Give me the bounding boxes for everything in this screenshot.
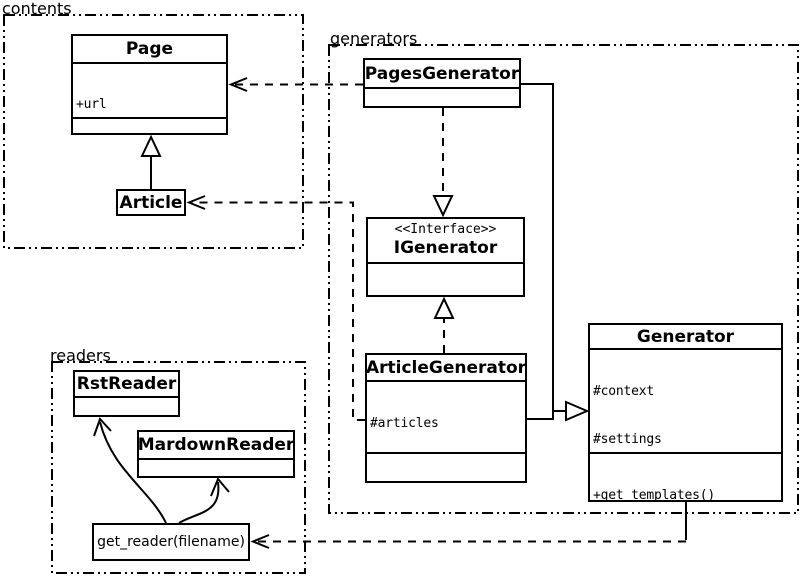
class-pagesgenerator-title: PagesGenerator xyxy=(364,63,520,84)
getreader-to-rstreader-curve xyxy=(99,421,167,524)
class-page-title: Page xyxy=(125,39,174,59)
generators-package-label: generators xyxy=(330,29,418,48)
class-igenerator: <<Interface>> IGenerator +generate_conte… xyxy=(366,217,525,297)
generators-package-border xyxy=(328,44,799,514)
class-articlegenerator: ArticleGenerator #articles #dates #tags … xyxy=(365,353,527,483)
class-rstreader-title: RstReader xyxy=(76,374,177,394)
class-rstreader: RstReader +read() xyxy=(73,370,180,417)
class-pagesgenerator: PagesGenerator #pages xyxy=(363,58,521,108)
generator-inheritance-triangle xyxy=(565,400,590,422)
getreader-to-mardownreader-arrowhead xyxy=(210,477,230,497)
class-igenerator-stereotype: <<Interface>> xyxy=(394,222,497,237)
contents-package-label: contents xyxy=(2,0,72,18)
generator-to-getreader-arrowhead xyxy=(250,534,270,549)
class-generator-method: +get_templates() xyxy=(593,488,716,500)
class-generator-attribute: #context xyxy=(593,383,655,399)
class-article-title: Article xyxy=(119,192,183,213)
articlegenerator-to-igenerator-realization-triangle xyxy=(433,296,455,319)
function-get-reader: get_reader(filename) xyxy=(92,523,250,561)
class-generator-attribute: #settings xyxy=(593,432,662,448)
getreader-to-mardownreader-curve xyxy=(178,481,220,524)
articlegenerator-to-article-arrowhead xyxy=(186,195,206,210)
readers-package-label: readers xyxy=(50,346,111,365)
class-igenerator-title: IGenerator xyxy=(393,238,498,258)
class-page-attribute: +url xyxy=(76,97,107,112)
class-generator: Generator #context #settings #path #them… xyxy=(588,323,783,502)
article-to-page-inheritance-triangle xyxy=(140,134,162,157)
class-igenerator-header: <<Interface>> IGenerator xyxy=(368,219,523,262)
pagesgenerator-to-page-arrowhead xyxy=(228,77,248,92)
articlegenerator-to-generator-line xyxy=(527,411,554,420)
pagesgenerator-to-generator-line xyxy=(521,83,566,412)
contents-package-border xyxy=(3,14,304,249)
readers-package-border xyxy=(51,361,306,574)
class-articlegenerator-title: ArticleGenerator xyxy=(365,357,527,378)
pagesgenerator-to-igenerator-realization-triangle xyxy=(432,195,454,218)
class-articlegenerator-attribute: #articles xyxy=(370,416,439,431)
class-generator-title: Generator xyxy=(636,326,735,347)
getreader-to-rstreader-arrowhead xyxy=(93,417,112,437)
class-page: Page +url +slug +summary +check_properti… xyxy=(71,34,228,135)
class-mardownreader: MardownReader +read() xyxy=(137,430,295,478)
function-get-reader-label: get_reader(filename) xyxy=(97,534,245,550)
articlegenerator-to-article-dependency-line xyxy=(192,201,365,421)
class-article: Article xyxy=(116,189,186,216)
class-mardownreader-title: MardownReader xyxy=(137,435,295,455)
